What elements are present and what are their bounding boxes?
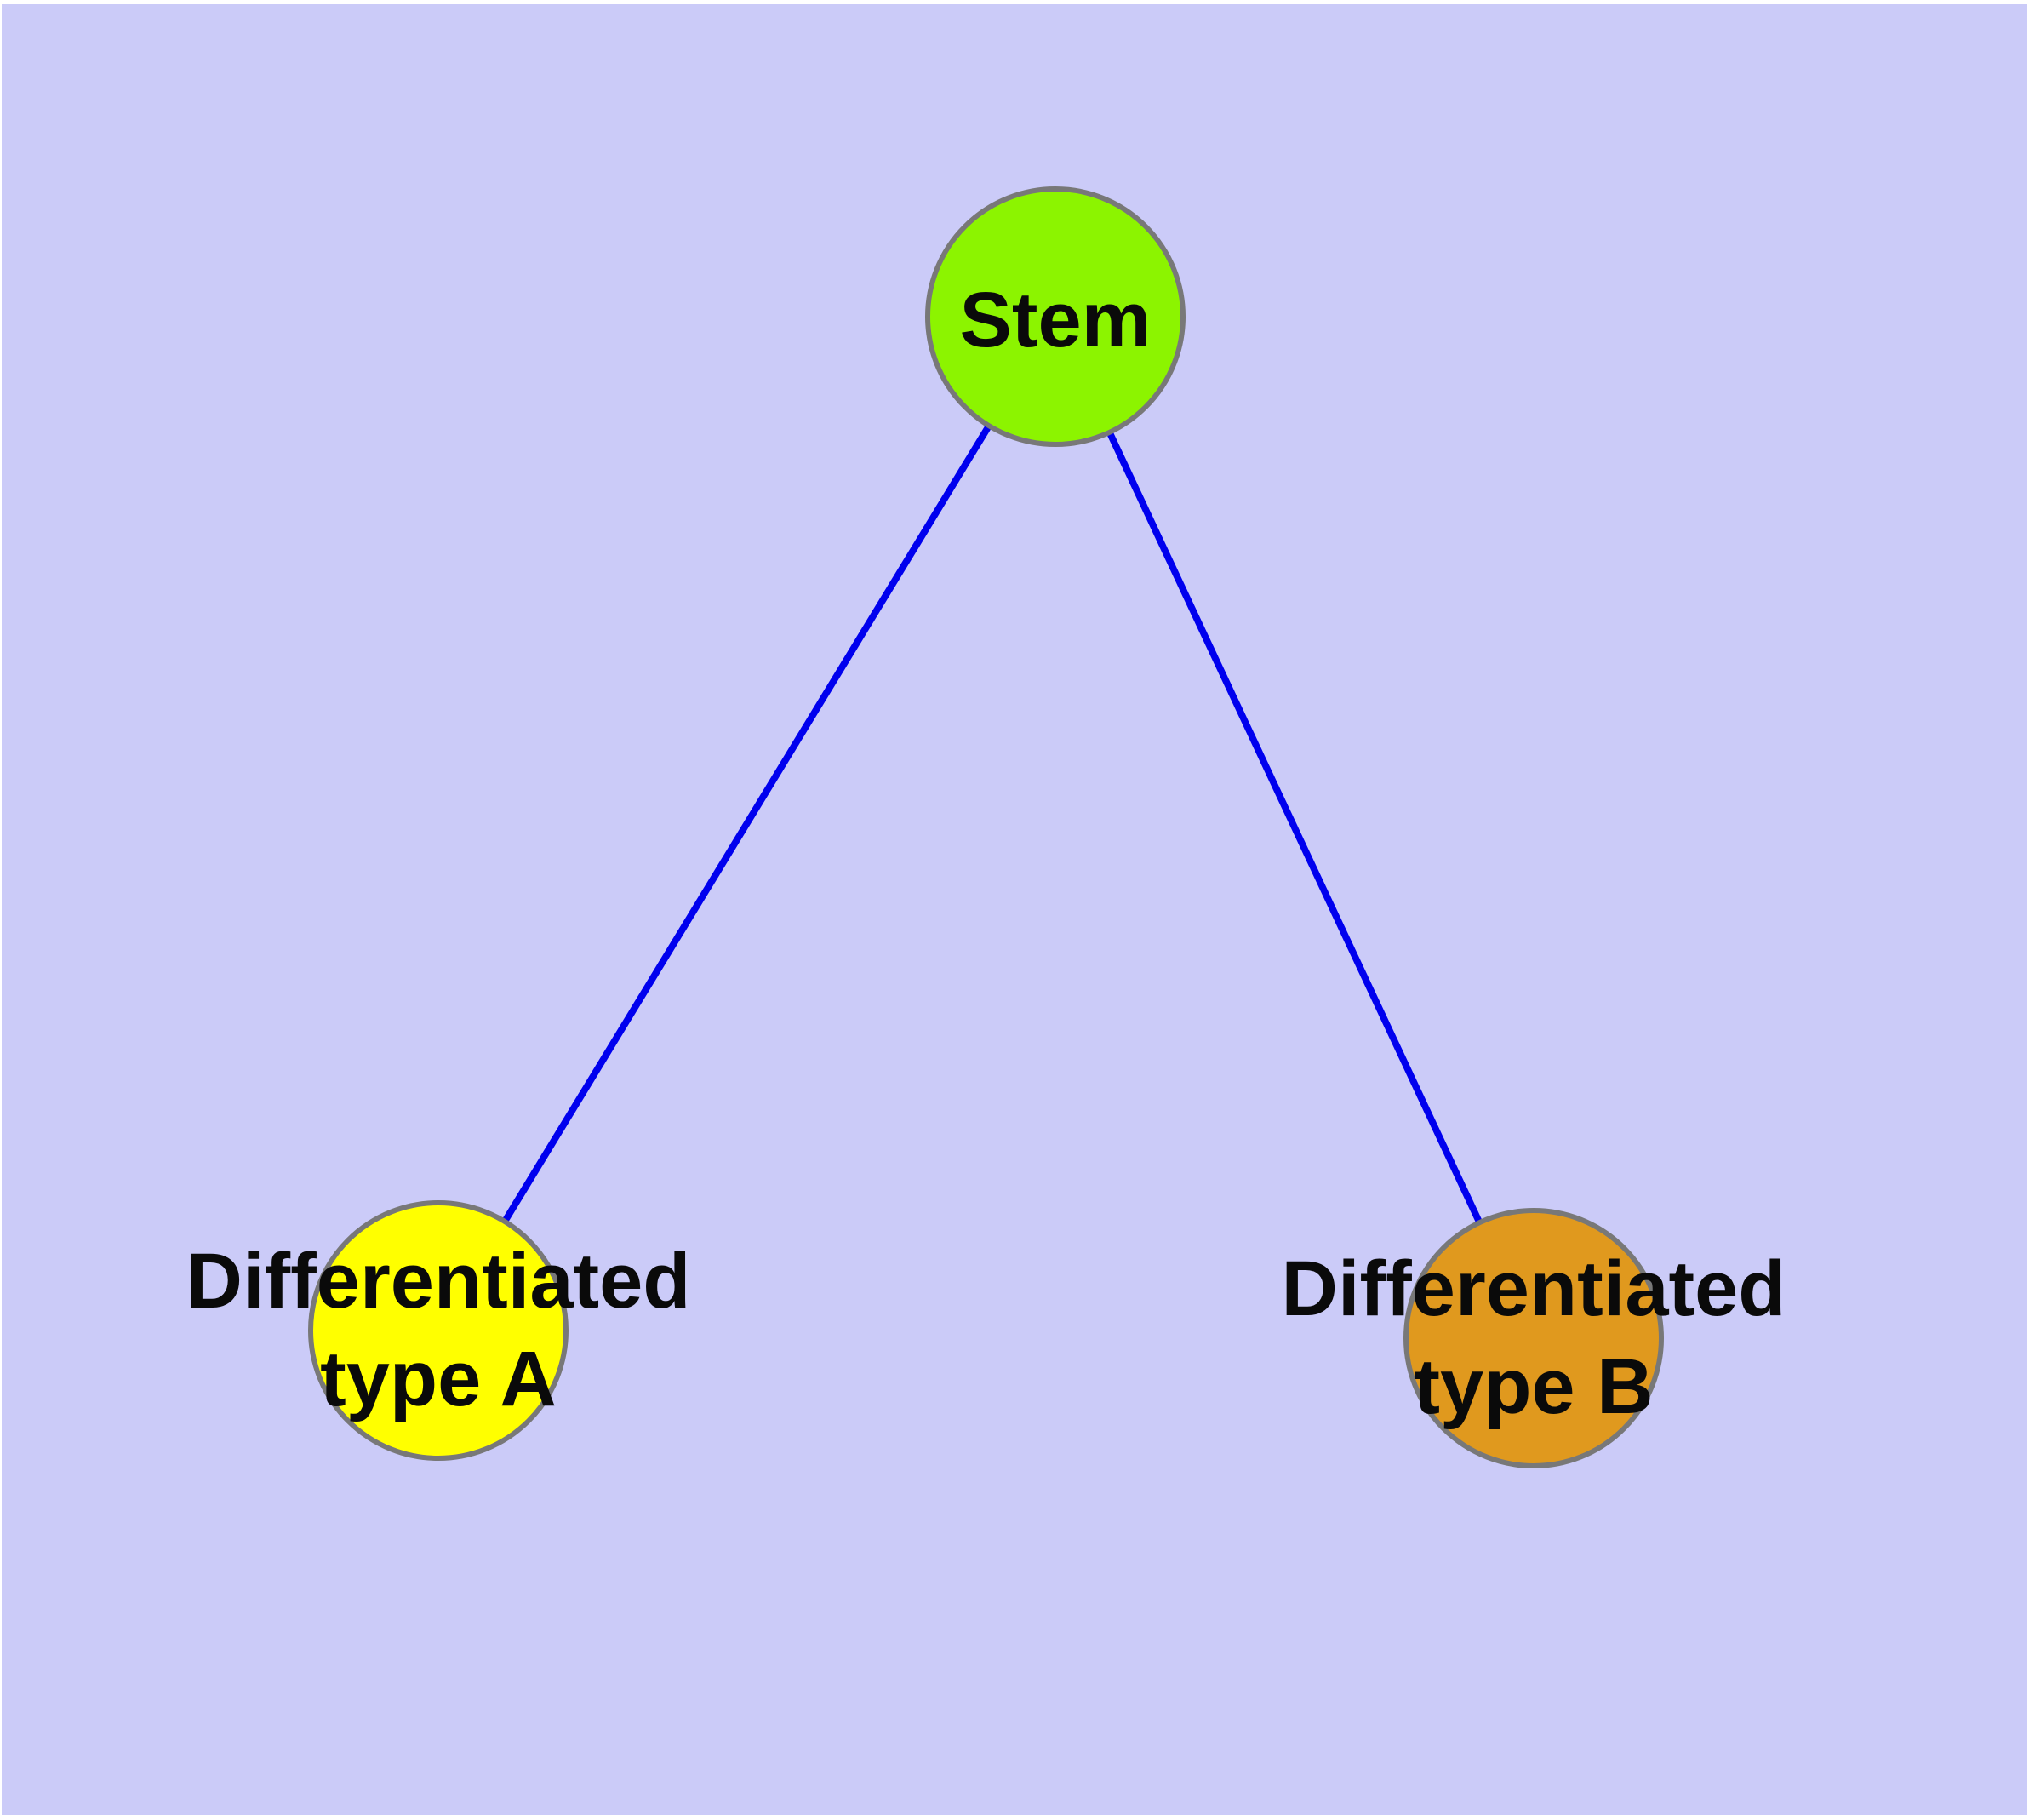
node-type-b-circle (1403, 1208, 1664, 1468)
node-type-a-label-line1: Differentiated (186, 1238, 691, 1325)
edge-stem-to-type-a (435, 314, 1059, 1333)
node-type-a-circle (308, 1200, 569, 1461)
node-type-b-label-line2: type B (1414, 1343, 1653, 1430)
node-stem-circle (925, 186, 1186, 447)
node-type-a-label-line2: type A (320, 1336, 557, 1422)
edge-stem-to-type-b (1052, 315, 1537, 1340)
node-type-b-label-line1: Differentiated (1282, 1245, 1786, 1332)
node-stem-label: Stem (960, 277, 1152, 363)
